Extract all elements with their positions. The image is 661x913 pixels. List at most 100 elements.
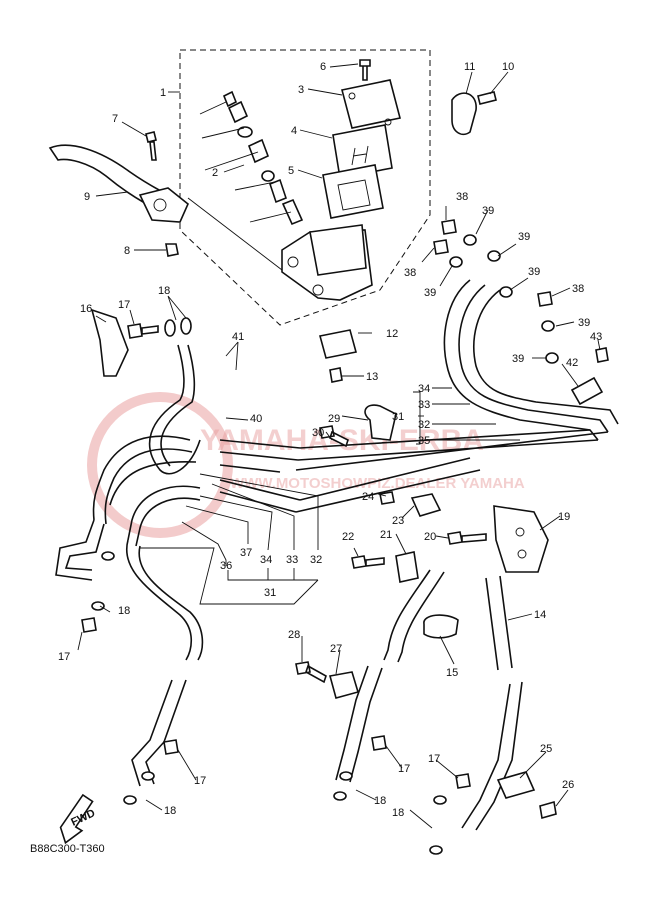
hose-guide [328,671,360,699]
callout-40: 40 [250,413,262,425]
callout-1: 1 [160,87,166,99]
switch-screw [329,367,343,383]
callout-3: 3 [298,84,304,96]
right-banjo-bolt [371,735,387,751]
hose-14 [485,575,513,671]
callout-39d: 39 [424,287,436,299]
banjo-bolt [127,323,159,339]
cap-hole [348,92,356,100]
plate-mark [351,145,369,166]
clamp-bolt-24 [379,491,395,505]
bracket-bolt [447,531,487,545]
brake-pipe [443,279,599,441]
callout-17c: 17 [194,775,206,787]
brake-hose-c [135,497,201,547]
bracket-hole [515,527,525,537]
washer [141,771,155,781]
left-caliper-hose-lower [131,679,173,787]
part-code: B88C300-T360 [30,843,105,855]
callout-14: 14 [534,609,546,621]
mount-hole [312,284,324,296]
callout-15: 15 [446,667,458,679]
washer [433,795,447,805]
left-banjo-bolt [163,739,179,755]
callout-36: 36 [220,560,232,572]
watermark-line2: WWW.MOTOSHOWPIZ.DEALER YAMAHA [230,475,525,492]
callout-38b: 38 [404,267,416,279]
fwd-arrow-icon [59,793,94,845]
right-caliper-hose [383,569,431,661]
brake-light-switch [319,329,357,359]
callout-26: 26 [562,779,574,791]
brake-hose-a [104,448,193,525]
callout-38a: 38 [456,191,468,203]
callout-42: 42 [566,357,578,369]
callout-38c: 38 [572,283,584,295]
pipe-bracket-42 [570,376,604,406]
pipe-clamp [364,404,397,441]
right-caliper-hose [397,571,445,663]
callout-7: 7 [112,113,118,125]
callout-27: 27 [330,643,342,655]
hose-fitting-right [219,439,301,513]
callout-29: 29 [328,413,340,425]
callout-25: 25 [540,743,552,755]
right-caliper-hose-lower [335,665,369,781]
pipe-holder-23 [410,493,442,517]
washer [429,845,443,855]
callout-9: 9 [84,191,90,203]
callout-19: 19 [558,511,570,523]
diaphragm-inner [337,179,371,211]
callout-35: 35 [418,435,430,447]
callout-labels: 1 2 3 4 5 6 7 8 9 10 11 12 13 14 15 16 1… [58,61,602,819]
callout-6: 6 [320,61,326,73]
far-left-hose [55,519,95,581]
callout-43: 43 [590,331,602,343]
union-bolts [433,219,559,364]
right-banjo-bolt-2 [455,773,471,789]
callout-32b: 32 [310,554,322,566]
brake-pipe-run [295,429,609,471]
clip-bolt [351,555,385,569]
copper-washer [180,317,192,335]
callout-34b: 34 [260,554,272,566]
callout-18b: 18 [118,605,130,617]
callout-17a: 17 [118,299,130,311]
callout-39a: 39 [482,205,494,217]
fwd-arrow: FWD [59,793,97,845]
callout-16: 16 [80,303,92,315]
brake-hose-c [127,485,201,541]
washer [123,795,137,805]
hose-bracket-bolt-26 [539,800,557,820]
brake-hose-a [92,435,191,521]
right-caliper-hose-lower [349,667,383,783]
callout-33b: 33 [286,554,298,566]
callout-2: 2 [212,167,218,179]
callout-32a: 32 [418,419,430,431]
callout-11: 11 [464,61,475,73]
lever-pivot [153,198,167,212]
callout-18d: 18 [374,795,386,807]
callout-39f: 39 [512,353,524,365]
callout-39c: 39 [528,266,540,278]
hose-bracket-25 [496,771,536,799]
hose-clip [395,551,419,583]
watermark-logo [87,392,233,538]
callout-18e: 18 [392,807,404,819]
callout-4: 4 [291,125,297,137]
piston-kit [199,90,304,226]
callout-34a: 34 [418,383,430,395]
callout-33a: 33 [418,399,430,411]
washer [91,601,105,611]
brake-pipe-run [295,457,481,513]
clamp-bracket [451,92,477,136]
callout-5: 5 [288,165,294,177]
callout-37: 37 [240,547,252,559]
cap-screw [359,59,371,81]
callout-13: 13 [366,371,378,383]
callout-28: 28 [288,629,300,641]
callout-10: 10 [502,61,514,73]
leader-lines [77,63,601,829]
diaphragm [322,164,384,219]
